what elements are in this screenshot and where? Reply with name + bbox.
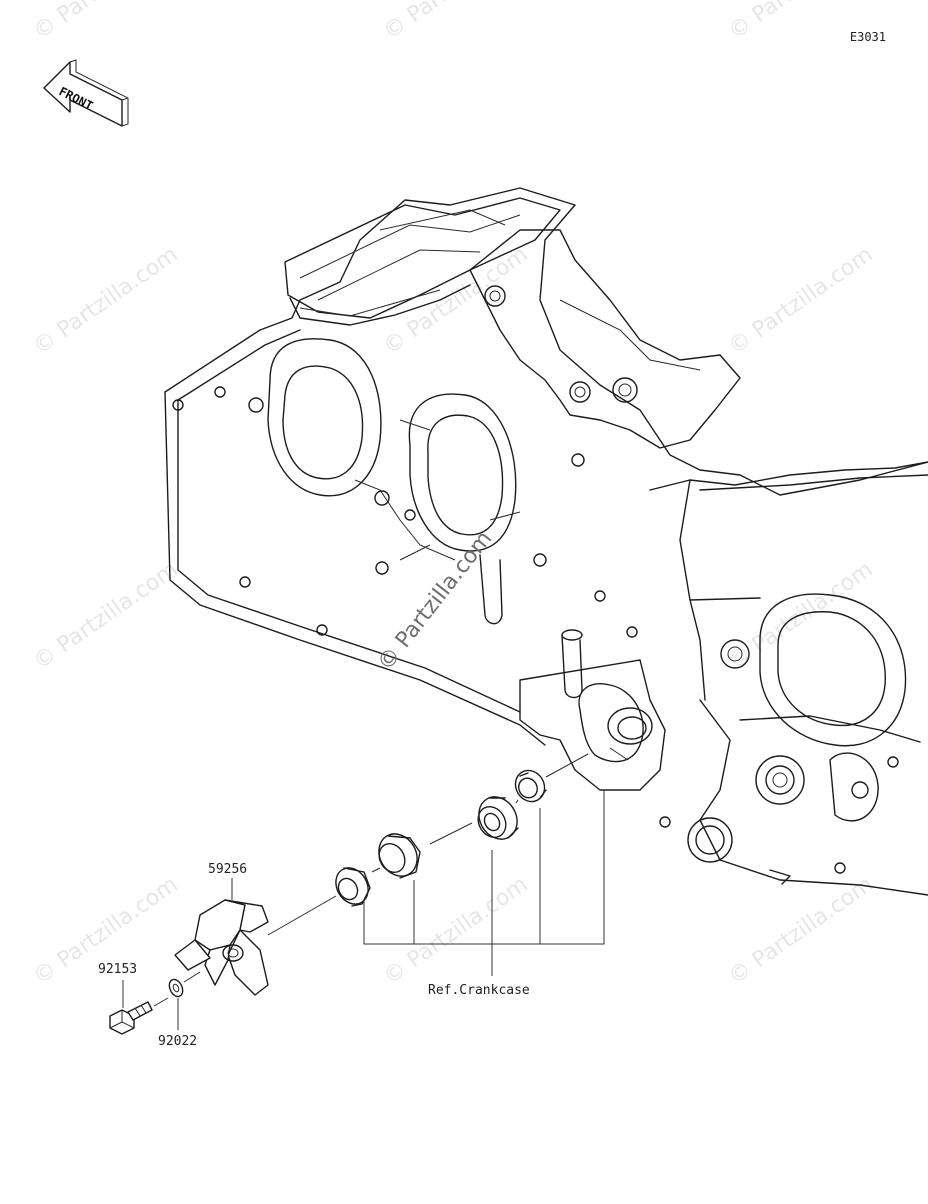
watermark: © Partzilla.com bbox=[724, 872, 877, 990]
watermark-grid: © Partzilla.com © Partzilla.com © Partzi… bbox=[29, 0, 877, 990]
watermark: © Partzilla.com bbox=[29, 0, 182, 45]
reference-bracket bbox=[363, 790, 605, 976]
front-arrow-icon: FRONT bbox=[43, 59, 129, 127]
reference-label: Ref.Crankcase bbox=[428, 983, 530, 998]
ball-bearing bbox=[477, 796, 519, 840]
watermark: © Partzilla.com bbox=[29, 242, 182, 360]
axis-line bbox=[371, 867, 381, 873]
front-arrow-label: FRONT bbox=[57, 84, 96, 113]
axis-line bbox=[183, 971, 201, 983]
axis-line bbox=[153, 997, 169, 1007]
water-seal-ring bbox=[335, 867, 371, 907]
watermark: © Partzilla.com bbox=[379, 872, 532, 990]
part-number-59256[interactable]: 59256 bbox=[208, 862, 248, 877]
mechanical-seal bbox=[378, 833, 421, 879]
part-number-92153[interactable]: 92153 bbox=[98, 962, 138, 977]
washer-92022 bbox=[168, 978, 184, 998]
axis-line bbox=[545, 753, 589, 778]
axis-line bbox=[429, 822, 473, 845]
center-watermark: © Partzilla.com bbox=[373, 527, 497, 676]
bolt-92153 bbox=[109, 1001, 153, 1035]
watermark: © Partzilla.com bbox=[379, 0, 532, 45]
crankcase-reference bbox=[164, 187, 928, 896]
diagram-code: E3031 bbox=[849, 30, 886, 44]
watermark: © Partzilla.com bbox=[29, 557, 182, 675]
part-number-92022[interactable]: 92022 bbox=[158, 1034, 198, 1049]
watermark: © Partzilla.com bbox=[724, 242, 877, 360]
watermark: © Partzilla.com bbox=[724, 557, 877, 675]
oil-seal-small bbox=[514, 769, 547, 803]
axis-line bbox=[267, 895, 337, 936]
impeller bbox=[174, 899, 269, 996]
axis-line bbox=[515, 799, 519, 804]
